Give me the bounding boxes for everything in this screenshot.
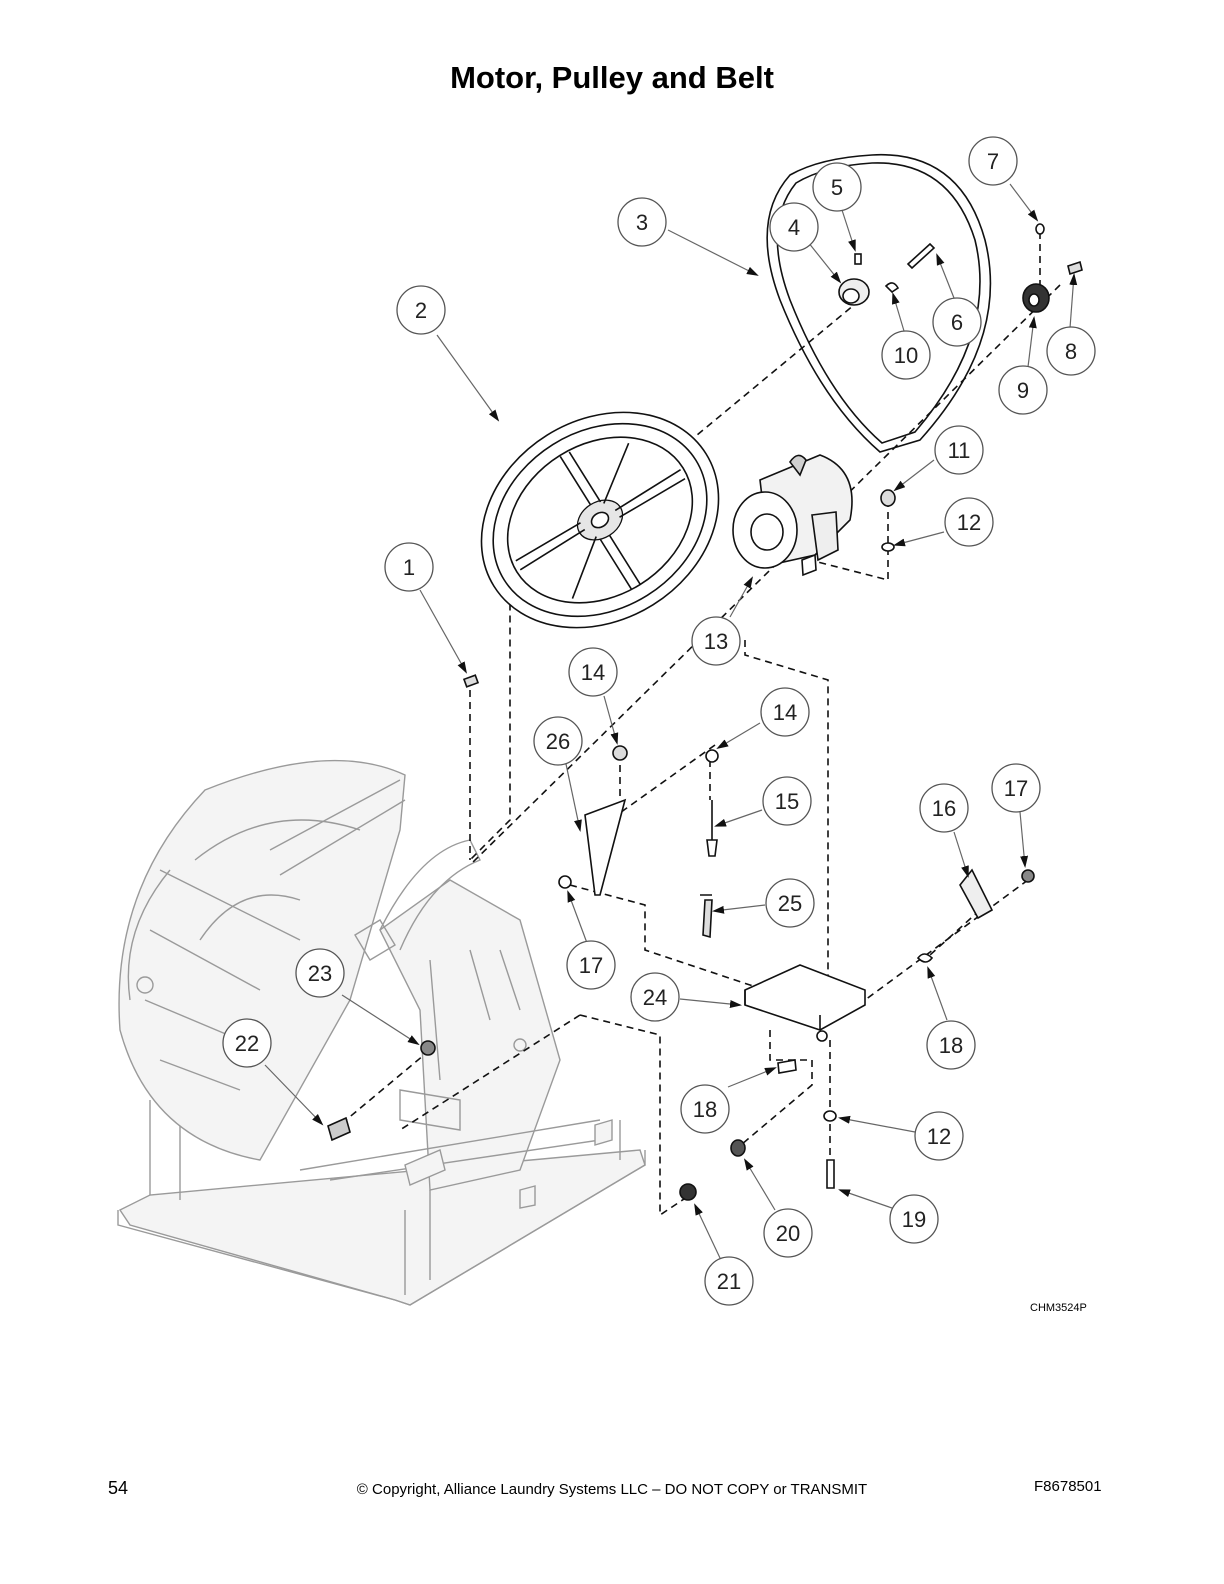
callout-2: 2 xyxy=(396,285,446,335)
svg-text:9: 9 xyxy=(1017,378,1029,403)
callout-9: 9 xyxy=(998,365,1048,415)
svg-text:19: 19 xyxy=(902,1207,926,1232)
page-number: 54 xyxy=(108,1478,129,1498)
callout-7: 7 xyxy=(968,136,1018,186)
callout-14-lower: 14 xyxy=(760,687,810,737)
callout-13: 13 xyxy=(691,616,741,666)
svg-text:18: 18 xyxy=(939,1033,963,1058)
svg-text:13: 13 xyxy=(704,629,728,654)
svg-text:26: 26 xyxy=(546,729,570,754)
callout-14-upper: 14 xyxy=(568,647,618,697)
callout-8: 8 xyxy=(1046,326,1096,376)
svg-text:14: 14 xyxy=(581,660,605,685)
callout-21: 21 xyxy=(704,1256,754,1306)
svg-text:7: 7 xyxy=(987,149,999,174)
callout-16: 16 xyxy=(919,783,969,833)
svg-text:16: 16 xyxy=(932,796,956,821)
svg-text:17: 17 xyxy=(1004,776,1028,801)
callout-1: 1 xyxy=(384,542,434,592)
callout-6: 6 xyxy=(932,297,982,347)
svg-text:12: 12 xyxy=(957,510,981,535)
svg-text:4: 4 xyxy=(788,215,800,240)
motor-pulley xyxy=(838,223,1083,552)
callout-24: 24 xyxy=(630,972,680,1022)
document-number: F8678501 xyxy=(1034,1478,1102,1495)
callout-17-left: 17 xyxy=(566,940,616,990)
callout-11: 11 xyxy=(934,425,984,475)
svg-text:1: 1 xyxy=(403,555,415,580)
svg-text:24: 24 xyxy=(643,985,667,1010)
callout-25: 25 xyxy=(765,878,815,928)
callout-3: 3 xyxy=(617,197,667,247)
callout-12-lower: 12 xyxy=(914,1111,964,1161)
callout-leaders xyxy=(264,183,1078,1259)
callout-23: 23 xyxy=(295,948,345,998)
svg-text:20: 20 xyxy=(776,1221,800,1246)
callout-17-right: 17 xyxy=(991,763,1041,813)
callout-18-left: 18 xyxy=(680,1084,730,1134)
page-title: Motor, Pulley and Belt xyxy=(450,60,774,95)
callout-20: 20 xyxy=(763,1208,813,1258)
svg-text:6: 6 xyxy=(951,310,963,335)
svg-text:21: 21 xyxy=(717,1269,741,1294)
callout-12: 12 xyxy=(944,497,994,547)
svg-text:22: 22 xyxy=(235,1031,259,1056)
copyright-notice: © Copyright, Alliance Laundry Systems LL… xyxy=(356,1481,868,1498)
svg-text:2: 2 xyxy=(415,298,427,323)
callout-10: 10 xyxy=(881,330,931,380)
mounting-hardware xyxy=(327,674,1035,1201)
illustration-code: CHM3524P xyxy=(1030,1302,1087,1314)
callout-4: 4 xyxy=(769,202,819,252)
motor xyxy=(732,454,853,577)
svg-text:11: 11 xyxy=(948,438,971,463)
callout-26: 26 xyxy=(533,716,583,766)
svg-text:3: 3 xyxy=(636,210,648,235)
svg-text:5: 5 xyxy=(831,175,843,200)
assembly-lines xyxy=(339,232,1061,1217)
svg-text:25: 25 xyxy=(778,891,802,916)
drive-pulley xyxy=(480,411,720,629)
callout-18-right: 18 xyxy=(926,1020,976,1070)
svg-text:18: 18 xyxy=(693,1097,717,1122)
svg-text:10: 10 xyxy=(894,343,918,368)
svg-text:23: 23 xyxy=(308,961,332,986)
belt xyxy=(766,153,992,453)
svg-text:14: 14 xyxy=(773,700,797,725)
callouts: 1 2 3 4 5 6 7 8 9 10 11 12 13 14 14 15 1… xyxy=(222,136,1096,1306)
svg-text:17: 17 xyxy=(579,953,603,978)
svg-text:15: 15 xyxy=(775,789,799,814)
callout-15: 15 xyxy=(762,776,812,826)
callout-5: 5 xyxy=(812,162,862,212)
svg-text:12: 12 xyxy=(927,1124,951,1149)
callout-19: 19 xyxy=(889,1194,939,1244)
callout-22: 22 xyxy=(222,1018,272,1068)
svg-text:8: 8 xyxy=(1065,339,1077,364)
dryer-cabinet-ghost xyxy=(117,759,646,1306)
